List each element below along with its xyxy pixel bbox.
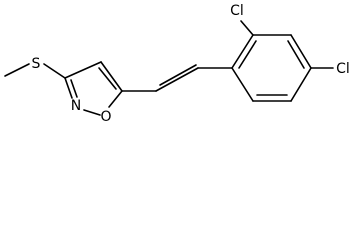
bond-ar1-ar2 bbox=[231, 34, 254, 69]
molecule-structure: S N O Cl Cl bbox=[4, 3, 350, 125]
bond-ar3-ar4 bbox=[290, 34, 312, 69]
bond-s-c3 bbox=[43, 63, 66, 79]
atom-label-chlorine-para: Cl bbox=[336, 61, 350, 77]
atom-label-sulfur: S bbox=[32, 56, 41, 72]
atom-label-oxygen: O bbox=[100, 109, 111, 125]
bond-ar3-ar4-inner bbox=[287, 40, 305, 69]
bond-ar1-ar2-inner bbox=[238, 40, 257, 69]
bond-c5-c4 bbox=[100, 61, 123, 92]
bond-c5-c4-inner bbox=[98, 67, 117, 90]
bond-vinyl-double-inner bbox=[159, 64, 197, 86]
atom-label-group: S N O Cl Cl bbox=[32, 3, 350, 125]
bond-ar6-ar1 bbox=[231, 67, 254, 102]
bond-c4-c3 bbox=[64, 61, 102, 79]
atom-label-nitrogen: N bbox=[71, 98, 81, 114]
bond-n-o bbox=[83, 109, 101, 116]
bond-ar4-ar5 bbox=[290, 67, 312, 102]
bond-vinyl-double bbox=[155, 67, 199, 92]
bond-ar2-cl bbox=[240, 20, 254, 36]
bond-o-c5 bbox=[108, 90, 123, 108]
bond-c3-n-inner bbox=[70, 79, 78, 98]
bond-methyl-s bbox=[4, 63, 30, 77]
atom-label-chlorine-ortho: Cl bbox=[230, 3, 244, 19]
bond-group bbox=[4, 20, 334, 116]
bond-c3-n bbox=[64, 77, 73, 99]
